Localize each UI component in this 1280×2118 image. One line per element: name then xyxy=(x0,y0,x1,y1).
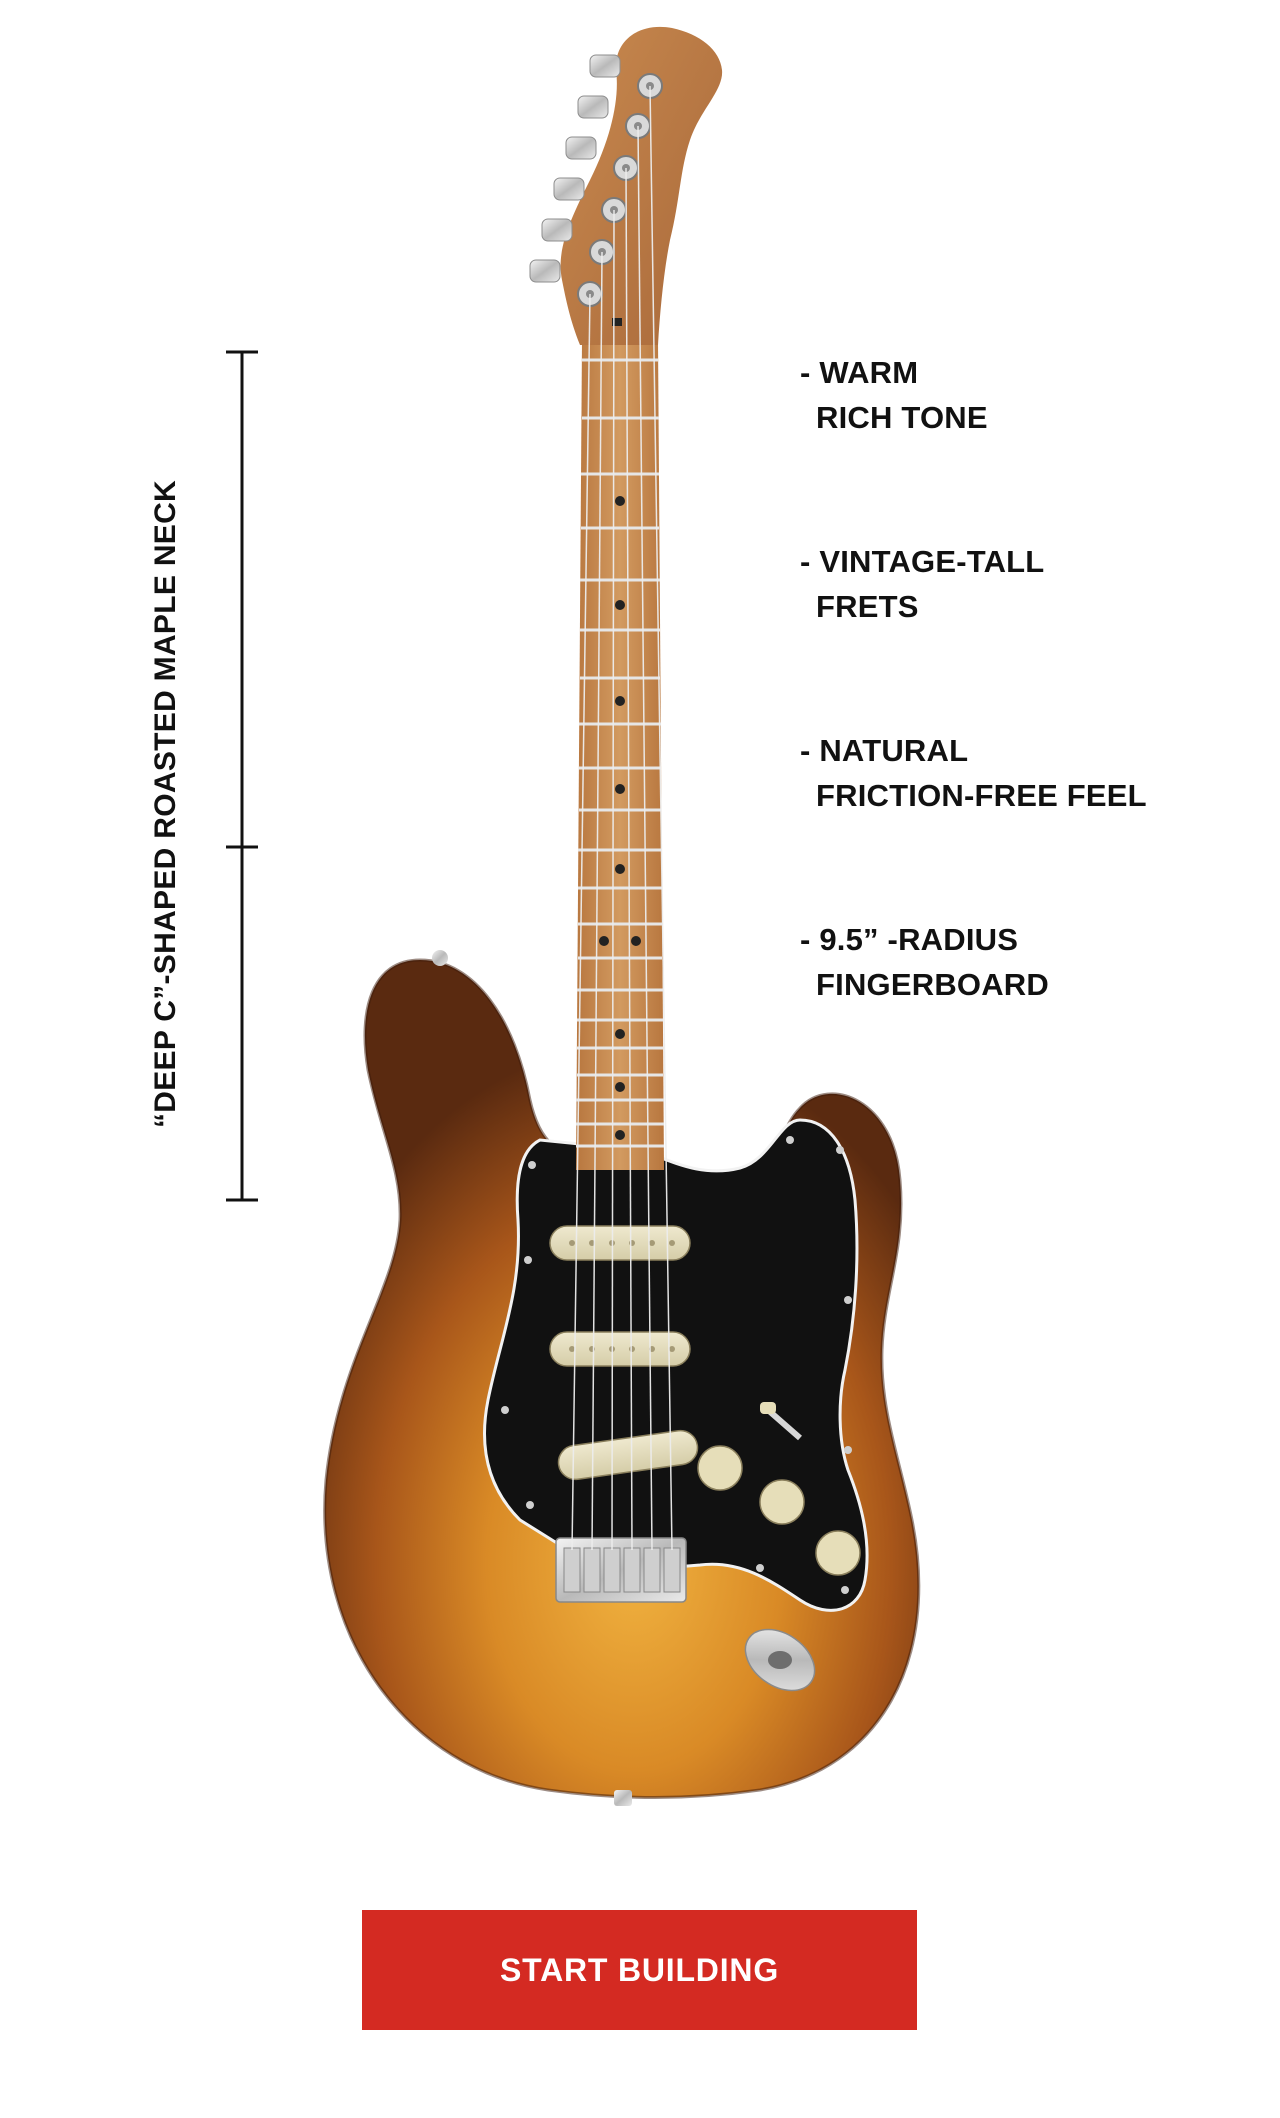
control-knobs xyxy=(697,1445,861,1576)
neck-shape-label-text: “DEEP C”-SHAPED ROASTED MAPLE NECK xyxy=(149,479,182,1129)
feature-line: RICH TONE xyxy=(816,400,988,435)
feature-item: - NATURAL FRICTION-FREE FEEL xyxy=(800,728,1147,818)
feature-line: - NATURAL xyxy=(800,733,969,768)
feature-line: - WARM xyxy=(800,355,919,390)
headstock xyxy=(560,26,723,345)
feature-item: - WARM RICH TONE xyxy=(800,350,988,440)
start-building-button[interactable]: START BUILDING xyxy=(362,1910,917,2030)
feature-line: - VINTAGE-TALL xyxy=(800,544,1045,579)
neck-length-bracket xyxy=(226,350,258,1202)
feature-item: - VINTAGE-TALL FRETS xyxy=(800,539,1044,629)
bridge xyxy=(555,1537,687,1603)
guitar-image xyxy=(323,26,921,1806)
pickups xyxy=(549,1225,699,1481)
feature-line: FRETS xyxy=(816,589,919,624)
guitar-neck xyxy=(576,340,664,1170)
feature-line: FINGERBOARD xyxy=(816,967,1049,1002)
feature-item: - 9.5” -RADIUS FINGERBOARD xyxy=(800,917,1049,1007)
feature-line: - 9.5” -RADIUS xyxy=(800,922,1019,957)
feature-line: FRICTION-FREE FEEL xyxy=(816,778,1147,813)
